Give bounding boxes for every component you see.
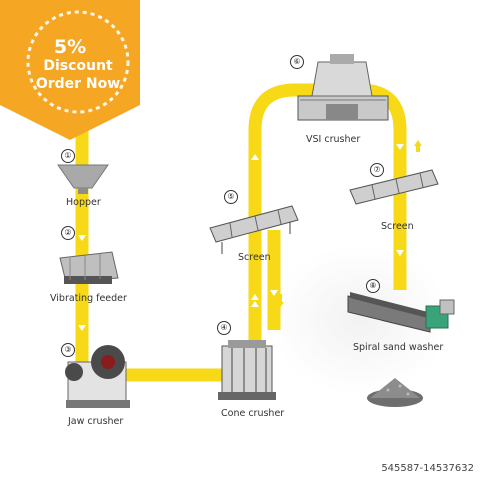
cone-crusher-image: [218, 340, 276, 400]
arrow-down-2: [78, 325, 86, 331]
arrow-down-1: [78, 235, 86, 241]
jaw-crusher-image: [65, 345, 130, 408]
hopper-image: [57, 164, 109, 194]
arrow-up-recirc-stem: [416, 146, 420, 152]
step-3-number: ③: [61, 343, 75, 357]
vsi-crusher-image: [297, 54, 389, 121]
arrow-up-recirc: [414, 140, 422, 146]
badge-line1: Discount: [43, 58, 113, 74]
arrow-up-2: [251, 294, 259, 300]
footer-id: 545587-14537632: [381, 463, 474, 474]
vibrating-feeder-image: [59, 251, 119, 284]
step-7-number: ⑦: [370, 163, 384, 177]
flow-arrows: [78, 144, 404, 392]
screen-7-image: [349, 169, 439, 205]
sand-pile-image: [367, 378, 423, 407]
badge-shape: [0, 0, 140, 140]
discount-badge[interactable]: 5% Discount Order Now: [0, 0, 140, 150]
step-5-label: Screen: [238, 252, 271, 263]
step-6-label: VSI crusher: [306, 134, 361, 145]
step-8-label: Spiral sand washer: [353, 342, 444, 353]
spiral-sand-washer-image: [347, 292, 455, 333]
badge-percent: 5%: [53, 36, 87, 58]
screen-5-image: [209, 205, 299, 254]
step-2-label: Vibrating feeder: [50, 293, 127, 304]
step-4-label: Cone crusher: [221, 408, 285, 419]
arrow-right-1: [160, 384, 167, 392]
step-2-number: ②: [61, 226, 75, 240]
arrow-up-3: [251, 301, 259, 307]
arrow-up-1: [251, 154, 259, 160]
step-6-number: ⑥: [290, 55, 304, 69]
step-4-number: ④: [217, 321, 231, 335]
arrow-down-return: [276, 302, 284, 308]
arrow-down-return-stem: [278, 294, 282, 302]
badge-line2: Order Now: [35, 76, 121, 92]
arrow-right-2: [168, 384, 175, 392]
arrow-down-4: [396, 144, 404, 150]
step-8-number: ⑧: [366, 279, 380, 293]
step-1-label: Hopper: [66, 197, 101, 208]
step-7-label: Screen: [381, 221, 414, 232]
arrow-down-5: [396, 250, 404, 256]
arrow-down-3: [270, 290, 278, 296]
step-5-number: ⑤: [224, 190, 238, 204]
step-3-label: Jaw crusher: [68, 416, 124, 427]
step-1-number: ①: [61, 149, 75, 163]
